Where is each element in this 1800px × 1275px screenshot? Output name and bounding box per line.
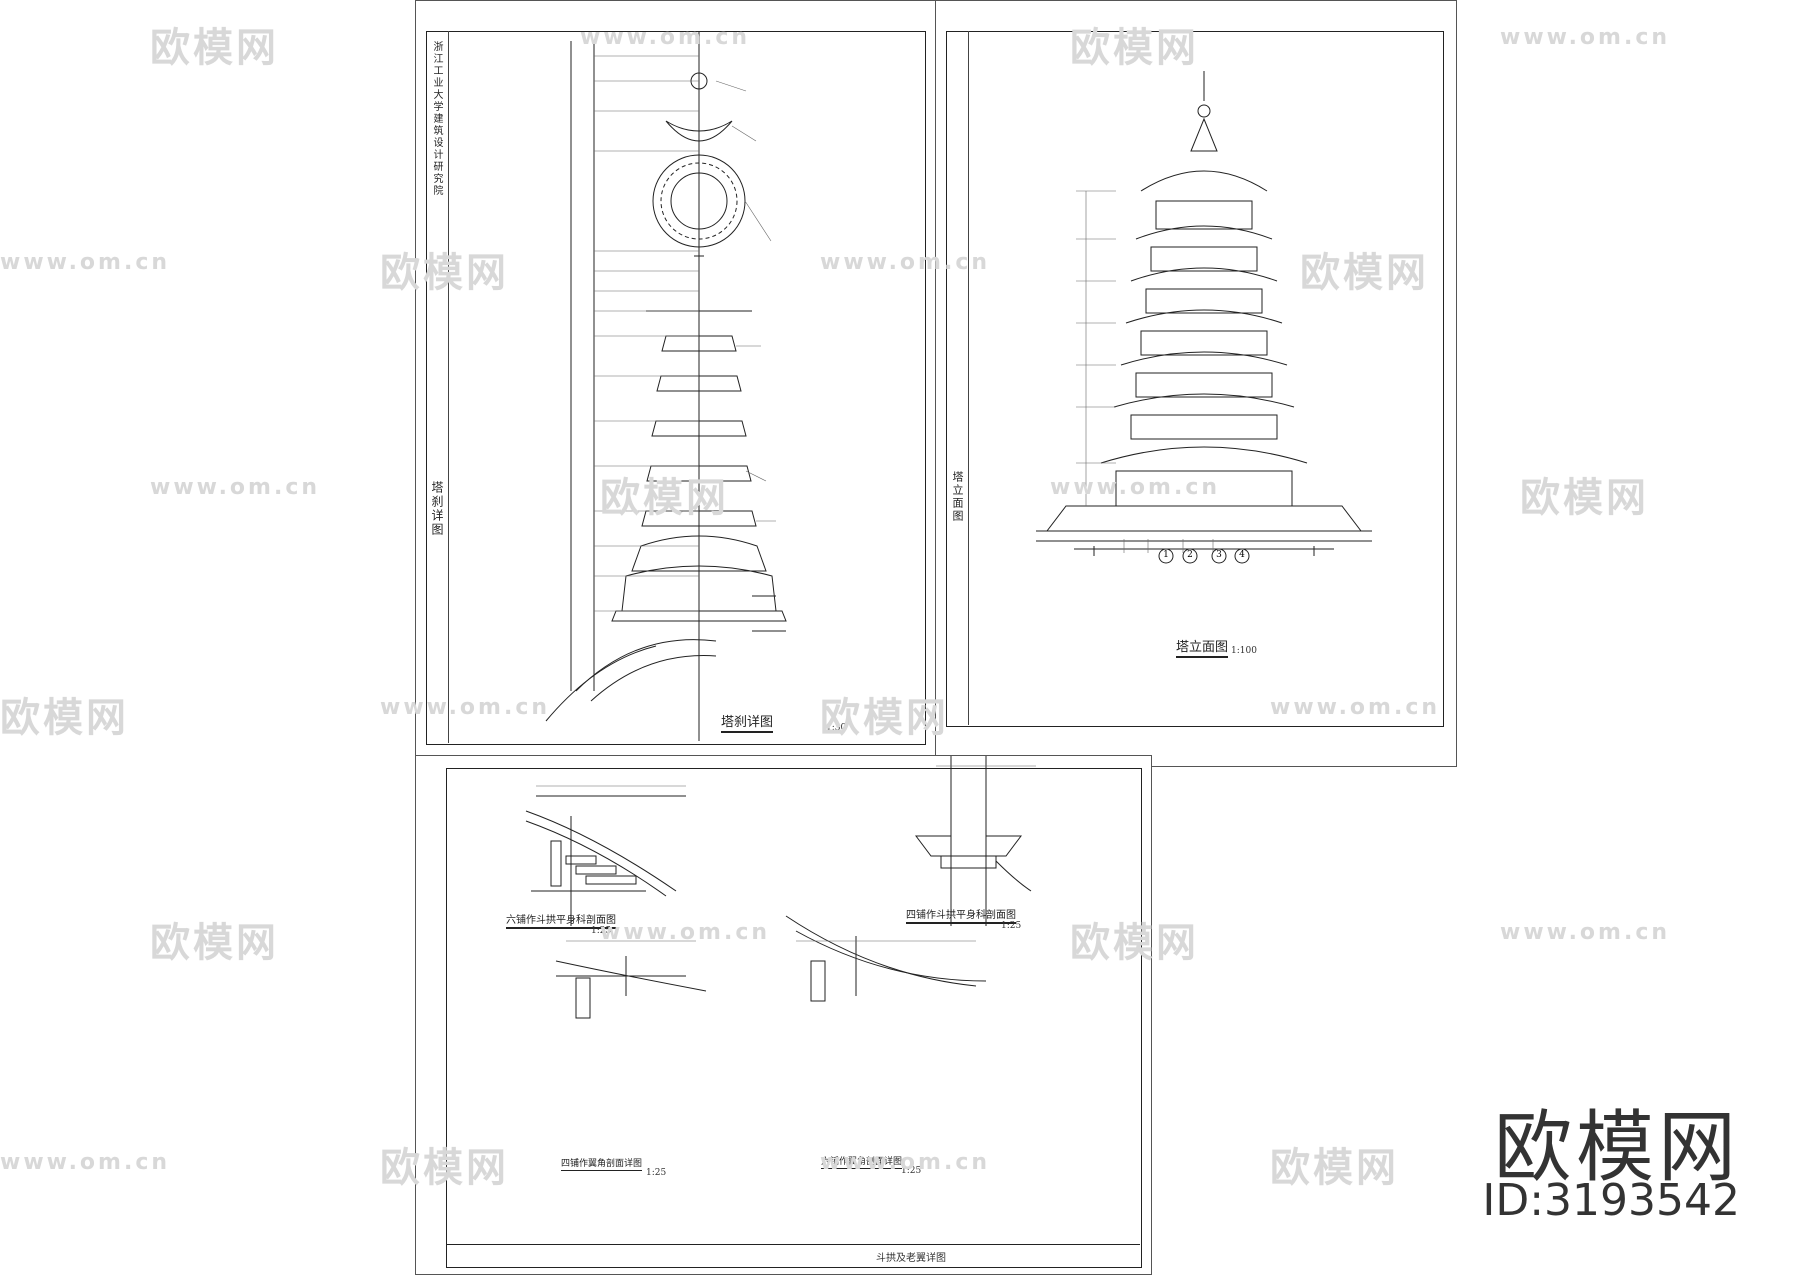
axis-label-4: 4 (1239, 550, 1245, 560)
watermark-logo: 欧模网 (380, 1145, 509, 1191)
watermark-url: www.om.cn (580, 25, 751, 50)
watermark-url: www.om.cn (150, 475, 321, 500)
watermark-logo: 欧模网 (820, 695, 949, 741)
elevation-scale: 1:100 (1231, 646, 1257, 656)
watermark-logo: 欧模网 (1300, 250, 1429, 296)
detail-caption-1: 六铺作斗拱平身科剖面图 (506, 911, 616, 929)
detail-caption-4: 六铺作翼角剖面详图 (821, 1154, 903, 1169)
watermark-logo: 欧模网 (150, 25, 279, 71)
bracket-details-drawing (525, 756, 1036, 1019)
brand-logo-text: 欧模网 (1493, 1103, 1740, 1193)
detail-caption-2: 四铺作斗拱平身科剖面图 (906, 906, 1016, 924)
sheet-pagoda-elevation: 塔立面图 (935, 0, 1457, 767)
watermark-url: www.om.cn (0, 1150, 171, 1175)
elevation-caption: 塔立面图 (1176, 636, 1229, 658)
watermark-url: www.om.cn (820, 1150, 991, 1175)
watermark-url: www.om.cn (1500, 25, 1671, 50)
axis-label-1: 1 (1163, 550, 1169, 560)
pagoda-elevation-drawing (1036, 71, 1372, 564)
title-block-strip (946, 31, 969, 725)
watermark-url: www.om.cn (1270, 695, 1441, 720)
detail-scale-4: 1:25 (901, 1166, 922, 1176)
sheet-bracket-details: 斗拱及老翼详图 (415, 755, 1152, 1275)
title-block-drawing-name: 塔刹详图 (430, 481, 444, 537)
spire-scale: 1:30 (826, 723, 847, 733)
watermark-url: www.om.cn (380, 695, 551, 720)
drawing-frame (426, 31, 926, 745)
detail-scale-1: 1:25 (591, 926, 612, 936)
drawing-frame (446, 768, 1142, 1268)
watermark-logo: 欧模网 (380, 250, 509, 296)
watermark-logo: 欧模网 (1070, 920, 1199, 966)
watermark-logo: 欧模网 (1070, 25, 1199, 71)
spire-caption: 塔刹详图 (721, 711, 774, 733)
watermark-url: www.om.cn (0, 250, 171, 275)
watermark-logo: 欧模网 (150, 920, 279, 966)
watermark-url: www.om.cn (820, 250, 991, 275)
detail-caption-3: 四铺作翼角剖面详图 (561, 1156, 643, 1171)
watermark-logo: 欧模网 (600, 475, 729, 521)
sheet-spire-detail: 浙江工业大学建筑设计研究院 塔刹详图 (415, 0, 937, 757)
watermark-url: www.om.cn (1500, 920, 1671, 945)
title-block-drawing-name: 塔立面图 (951, 471, 964, 523)
title-block-drawing-name: 斗拱及老翼详图 (876, 1253, 946, 1264)
axis-label-2: 2 (1187, 550, 1193, 560)
title-block-org: 浙江工业大学建筑设计研究院 (431, 41, 442, 197)
brand-id-label: ID:3193542 (1482, 1175, 1740, 1226)
spire-drawing (545, 31, 787, 741)
title-block-bar (446, 1244, 1140, 1267)
watermark-url: www.om.cn (600, 920, 771, 945)
detail-scale-2: 1:25 (1001, 921, 1022, 931)
axis-label-3: 3 (1216, 550, 1222, 560)
watermark-logo: 欧模网 (1520, 475, 1649, 521)
drawing-frame (946, 31, 1444, 727)
detail-scale-3: 1:25 (646, 1168, 667, 1178)
watermark-logo: 欧模网 (0, 695, 129, 741)
title-block-strip (426, 31, 449, 743)
watermark-logo: 欧模网 (1270, 1145, 1399, 1191)
watermark-url: www.om.cn (1050, 475, 1221, 500)
